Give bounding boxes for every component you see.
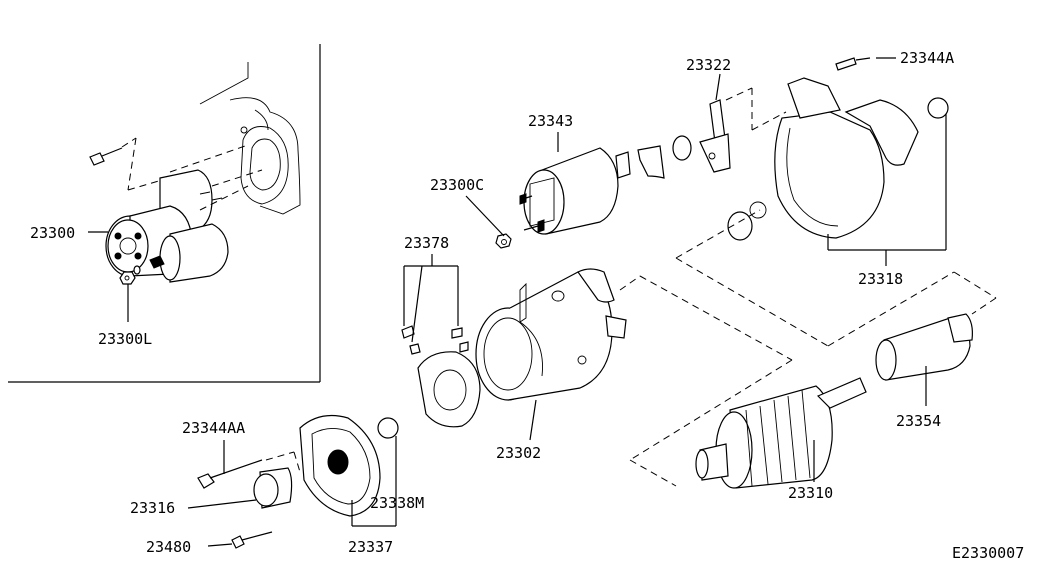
label-23343: 23343: [528, 112, 573, 130]
label-23338M: 23338M: [370, 494, 424, 512]
front-housing-icon: [727, 57, 949, 241]
diagram-code: E2330007: [952, 544, 1024, 562]
shift-lever-icon: [699, 99, 731, 173]
label-23316: 23316: [130, 499, 175, 517]
label-23354: 23354: [896, 412, 941, 430]
leader-lines: [88, 57, 947, 547]
label-23302: 23302: [496, 444, 541, 462]
label-23310: 23310: [788, 484, 833, 502]
engine-block-outline: [199, 62, 301, 215]
solenoid-icon: [519, 135, 692, 235]
label-23480: 23480: [146, 538, 191, 556]
assembly-reference-lines: [619, 87, 997, 487]
hex-nut-icon: [495, 233, 512, 249]
label-23300: 23300: [30, 224, 75, 242]
label-23337: 23337: [348, 538, 393, 556]
brush-holder-plate-icon: [401, 254, 481, 428]
label-23378: 23378: [404, 234, 449, 252]
label-23300C: 23300C: [430, 176, 484, 194]
inset-frame: [8, 44, 321, 383]
armature-icon: [695, 377, 867, 489]
rear-cover-plate-icon: [197, 415, 399, 549]
label-23322: 23322: [686, 56, 731, 74]
yoke-housing-icon: [475, 268, 627, 401]
pinion-clutch-icon: [875, 313, 973, 381]
label-23300L: 23300L: [98, 330, 152, 348]
part-labels: 23300 23300L 23344AA 23316 23480 23337 2…: [30, 49, 1024, 562]
assembled-starter-icon: [89, 137, 263, 285]
label-23318: 23318: [858, 270, 903, 288]
label-23344AA: 23344AA: [182, 419, 245, 437]
label-23344A: 23344A: [900, 49, 954, 67]
